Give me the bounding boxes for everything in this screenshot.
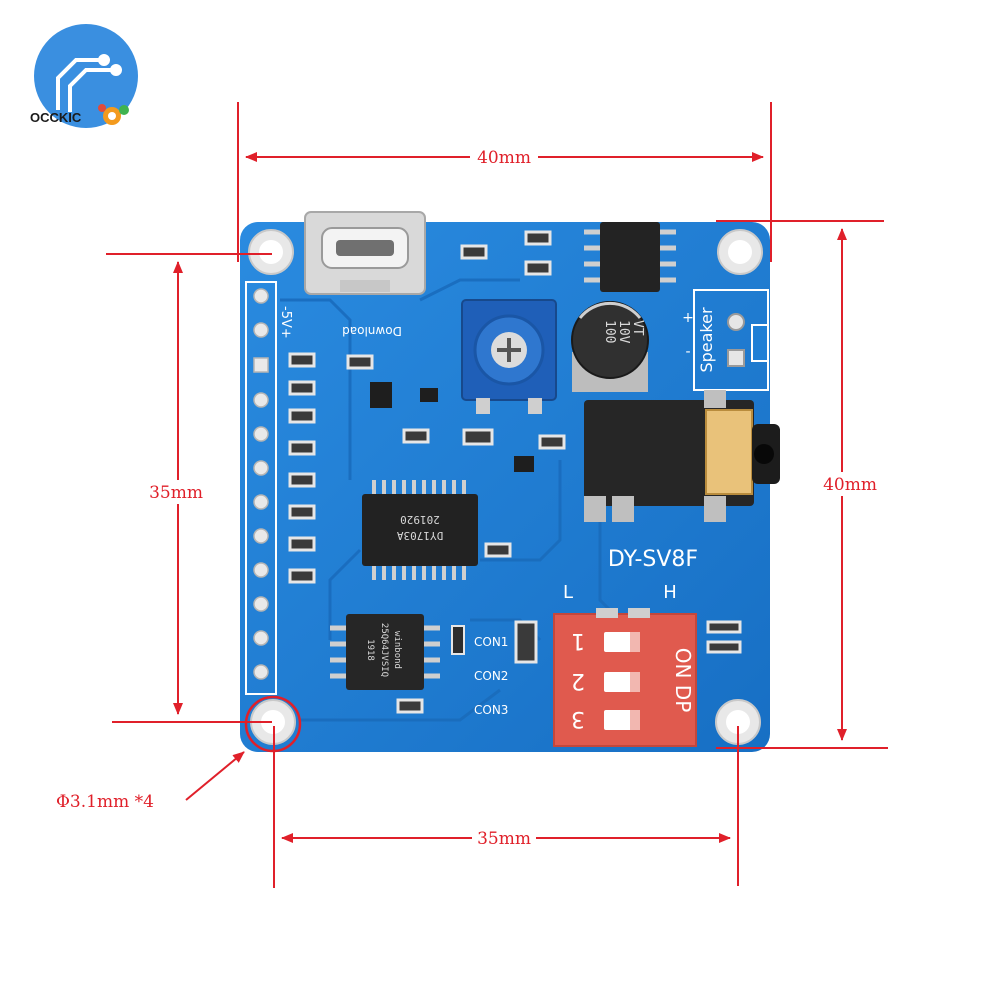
- dimension-labels: 40mm 40mm 35mm 35mm Φ3.1mm *4: [56, 144, 878, 850]
- dip-label-low: L: [563, 582, 573, 603]
- speaker-connector: Speaker + -: [682, 289, 769, 391]
- right-height-label: 40mm: [823, 475, 877, 495]
- con1-label: CON1: [474, 635, 508, 649]
- main-chip-model: DY1703A: [396, 529, 443, 542]
- gear-icon: [98, 104, 129, 125]
- pin-header: [245, 281, 277, 695]
- con3-label: CON3: [474, 703, 508, 717]
- top-width-label: 40mm: [477, 148, 531, 168]
- hole-size-label: Φ3.1mm *4: [56, 792, 154, 812]
- dip-position-3: 3: [571, 706, 585, 731]
- brand-name: OCCKIC: [30, 110, 82, 125]
- dip-switch: 1 2 3 ON DP: [553, 608, 697, 747]
- speaker-minus-label: -: [685, 344, 690, 360]
- left-height-label: 35mm: [149, 483, 203, 503]
- mounting-hole-top-right: [717, 229, 763, 275]
- dip-position-2: 2: [571, 668, 585, 693]
- bottom-width-label: 35mm: [477, 829, 531, 849]
- circuit-trace-icon: [56, 54, 122, 112]
- smd-resistor-array: [288, 230, 742, 714]
- transistors: [370, 382, 534, 472]
- dip-switch-side-text: ON DP: [671, 648, 695, 713]
- amplifier-chip: [584, 222, 676, 292]
- potentiometer: [461, 299, 557, 414]
- brand-logo: OCCKIC: [30, 24, 138, 128]
- download-label: Download: [342, 324, 402, 338]
- speaker-plus-label: +: [682, 310, 694, 326]
- flash-chip-model: 25Q64JVSIQ: [379, 623, 389, 677]
- smd-capacitor: [451, 625, 465, 655]
- pcb-board: Download -5V+: [240, 211, 780, 752]
- electrolytic-capacitor: 100 10V VT: [571, 301, 649, 392]
- main-chip-date: 201920: [400, 513, 440, 526]
- capacitor-voltage: 10V: [616, 320, 631, 344]
- main-chip: DY1703A 201920: [362, 480, 478, 580]
- flash-chip-brand: winbond: [392, 631, 402, 669]
- board-model-label: DY-SV8F: [608, 547, 698, 572]
- mounting-hole-bottom-right: [715, 699, 761, 745]
- power-label: -5V+: [278, 306, 293, 339]
- dip-position-1: 1: [571, 628, 585, 653]
- mounting-hole-bottom-left: [250, 699, 296, 745]
- audio-jack: [584, 390, 780, 522]
- flash-chip-date: 1918: [365, 639, 375, 661]
- con2-label: CON2: [474, 669, 508, 683]
- dip-label-high: H: [663, 582, 677, 603]
- capacitor-value: 100: [602, 320, 617, 343]
- speaker-label: Speaker: [697, 307, 716, 373]
- micro-usb-port: [304, 211, 426, 295]
- mounting-holes: [248, 229, 763, 745]
- mounting-hole-top-left: [248, 229, 294, 275]
- capacitor-series: VT: [630, 320, 645, 336]
- flash-chip: winbond 25Q64JVSIQ 1918: [330, 614, 440, 690]
